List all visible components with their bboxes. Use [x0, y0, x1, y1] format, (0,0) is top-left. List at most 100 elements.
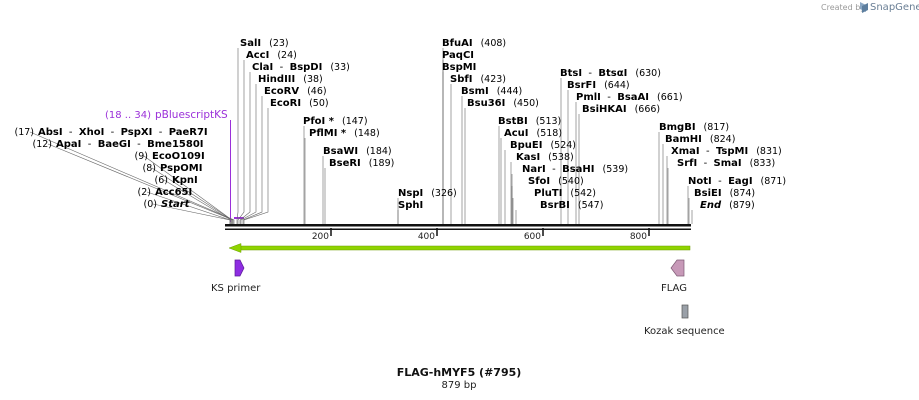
site-label[interactable]: Bsu36I(450): [467, 98, 539, 109]
restriction-site[interactable]: ClaI - BspDI(33): [252, 62, 350, 73]
restriction-site[interactable]: NarI - BsaHI(539): [522, 164, 628, 175]
restriction-site[interactable]: (12)ApaI - BaeGI - Bme1580I: [32, 139, 203, 150]
restriction-site[interactable]: SrfI - SmaI(833): [677, 158, 775, 169]
separator: -: [104, 127, 120, 138]
enzyme-name: BspDI: [290, 62, 323, 73]
restriction-site[interactable]: SfoI(540): [528, 176, 584, 187]
restriction-site[interactable]: BtsI - BtsαI(630): [560, 68, 661, 79]
site-label[interactable]: KasI(538): [516, 152, 574, 163]
restriction-site[interactable]: PmlI - BsaAI(661): [576, 92, 683, 103]
restriction-site[interactable]: BsmI(444): [461, 86, 522, 97]
site-label[interactable]: SrfI - SmaI(833): [677, 158, 775, 169]
restriction-site[interactable]: (6)KpnI: [155, 175, 198, 186]
orf-arrow[interactable]: [228, 243, 691, 253]
restriction-site[interactable]: BsiEI(874): [694, 188, 755, 199]
restriction-site[interactable]: BstBI(513): [498, 116, 561, 127]
site-label[interactable]: BfuAI(408): [442, 38, 506, 49]
site-label[interactable]: AbsI - XhoI - PspXI - PaeR7I: [38, 127, 208, 138]
site-label[interactable]: AcuI(518): [504, 128, 562, 139]
site-label[interactable]: PaqCI: [442, 50, 474, 61]
restriction-site[interactable]: (9)EcoO109I: [135, 151, 205, 162]
restriction-site[interactable]: (2)Acc65I: [138, 187, 193, 198]
restriction-site[interactable]: BsaWI(184): [323, 146, 392, 157]
restriction-site[interactable]: BsrFI(644): [567, 80, 630, 91]
separator: -: [582, 68, 598, 79]
site-label[interactable]: ClaI - BspDI(33): [252, 62, 350, 73]
site-label[interactable]: BsrFI(644): [567, 80, 630, 91]
site-label[interactable]: PspOMI: [160, 163, 202, 174]
site-label[interactable]: ApaI - BaeGI - Bme1580I: [56, 139, 204, 150]
restriction-site[interactable]: PluTI(542): [534, 188, 596, 199]
restriction-site[interactable]: (0)Start: [144, 199, 191, 210]
restriction-site[interactable]: (8)PspOMI: [143, 163, 203, 174]
site-label[interactable]: Acc65I: [155, 187, 192, 198]
site-label[interactable]: BstBI(513): [498, 116, 561, 127]
restriction-site[interactable]: PaqCI: [442, 50, 474, 61]
site-label[interactable]: AccI(24): [246, 50, 297, 61]
site-label[interactable]: BseRI(189): [329, 158, 394, 169]
kozak-label[interactable]: Kozak sequence: [644, 326, 725, 337]
restriction-site[interactable]: HindIII(38): [258, 74, 323, 85]
restriction-site[interactable]: End(879): [700, 200, 755, 211]
site-label[interactable]: BsiHKAI(666): [582, 104, 660, 115]
site-label[interactable]: SphI: [398, 200, 423, 211]
site-label[interactable]: NspI(326): [398, 188, 457, 199]
restriction-site[interactable]: SphI: [398, 200, 423, 211]
restriction-site[interactable]: SbfI(423): [450, 74, 506, 85]
site-label[interactable]: SalI(23): [240, 38, 289, 49]
site-label[interactable]: NarI - BsaHI(539): [522, 164, 628, 175]
primer-binding-site[interactable]: [230, 120, 245, 222]
flag-label[interactable]: FLAG: [661, 283, 687, 294]
ks-primer-feature[interactable]: [234, 259, 245, 277]
restriction-site[interactable]: NotI - EagI(871): [688, 176, 786, 187]
restriction-site[interactable]: SalI(23): [240, 38, 289, 49]
site-label[interactable]: BsiEI(874): [694, 188, 755, 199]
site-label[interactable]: EcoRV(46): [264, 86, 327, 97]
restriction-site[interactable]: EcoRI(50): [270, 98, 329, 109]
site-label[interactable]: BtsI - BtsαI(630): [560, 68, 661, 79]
site-label[interactable]: BmgBI(817): [659, 122, 729, 133]
restriction-site[interactable]: XmaI - TspMI(831): [671, 146, 782, 157]
site-label[interactable]: KpnI: [172, 175, 198, 186]
restriction-site[interactable]: BsiHKAI(666): [582, 104, 660, 115]
restriction-site[interactable]: PfoI *(147): [303, 116, 368, 127]
restriction-site[interactable]: AcuI(518): [504, 128, 562, 139]
restriction-site[interactable]: BspMI: [442, 62, 476, 73]
site-label[interactable]: BsrBI(547): [540, 200, 603, 211]
restriction-site[interactable]: BamHI(824): [665, 134, 735, 145]
site-label[interactable]: XmaI - TspMI(831): [671, 146, 782, 157]
site-label[interactable]: PmlI - BsaAI(661): [576, 92, 683, 103]
site-label[interactable]: BsaWI(184): [323, 146, 392, 157]
site-label[interactable]: SfoI(540): [528, 176, 584, 187]
restriction-site[interactable]: KasI(538): [516, 152, 574, 163]
primer-binding-name[interactable]: pBluescriptKS: [155, 109, 228, 121]
site-label[interactable]: Start: [161, 199, 191, 210]
site-label[interactable]: BspMI: [442, 62, 476, 73]
flag-feature[interactable]: [670, 259, 685, 277]
ks-primer-label[interactable]: KS primer: [211, 283, 261, 294]
site-label[interactable]: BsmI(444): [461, 86, 522, 97]
site-label[interactable]: NotI - EagI(871): [688, 176, 786, 187]
site-label[interactable]: BpuEI(524): [510, 140, 576, 151]
site-label[interactable]: PflMI *(148): [309, 128, 380, 139]
restriction-site[interactable]: BsrBI(547): [540, 200, 603, 211]
restriction-site[interactable]: BpuEI(524): [510, 140, 576, 151]
restriction-site[interactable]: (17)AbsI - XhoI - PspXI - PaeR7I: [14, 127, 207, 138]
restriction-site[interactable]: BfuAI(408): [442, 38, 506, 49]
restriction-site[interactable]: EcoRV(46): [264, 86, 327, 97]
site-label[interactable]: PluTI(542): [534, 188, 596, 199]
restriction-site[interactable]: PflMI *(148): [309, 128, 380, 139]
site-label[interactable]: HindIII(38): [258, 74, 323, 85]
restriction-site[interactable]: BseRI(189): [329, 158, 394, 169]
restriction-site[interactable]: Bsu36I(450): [467, 98, 539, 109]
restriction-site[interactable]: NspI(326): [398, 188, 457, 199]
restriction-site[interactable]: BmgBI(817): [659, 122, 729, 133]
site-label[interactable]: PfoI *(147): [303, 116, 368, 127]
site-label[interactable]: EcoO109I: [152, 151, 205, 162]
site-label[interactable]: EcoRI(50): [270, 98, 329, 109]
restriction-site[interactable]: AccI(24): [246, 50, 297, 61]
site-label[interactable]: BamHI(824): [665, 134, 735, 145]
site-label[interactable]: End(879): [700, 200, 755, 211]
site-label[interactable]: SbfI(423): [450, 74, 506, 85]
kozak-feature[interactable]: [681, 304, 689, 319]
